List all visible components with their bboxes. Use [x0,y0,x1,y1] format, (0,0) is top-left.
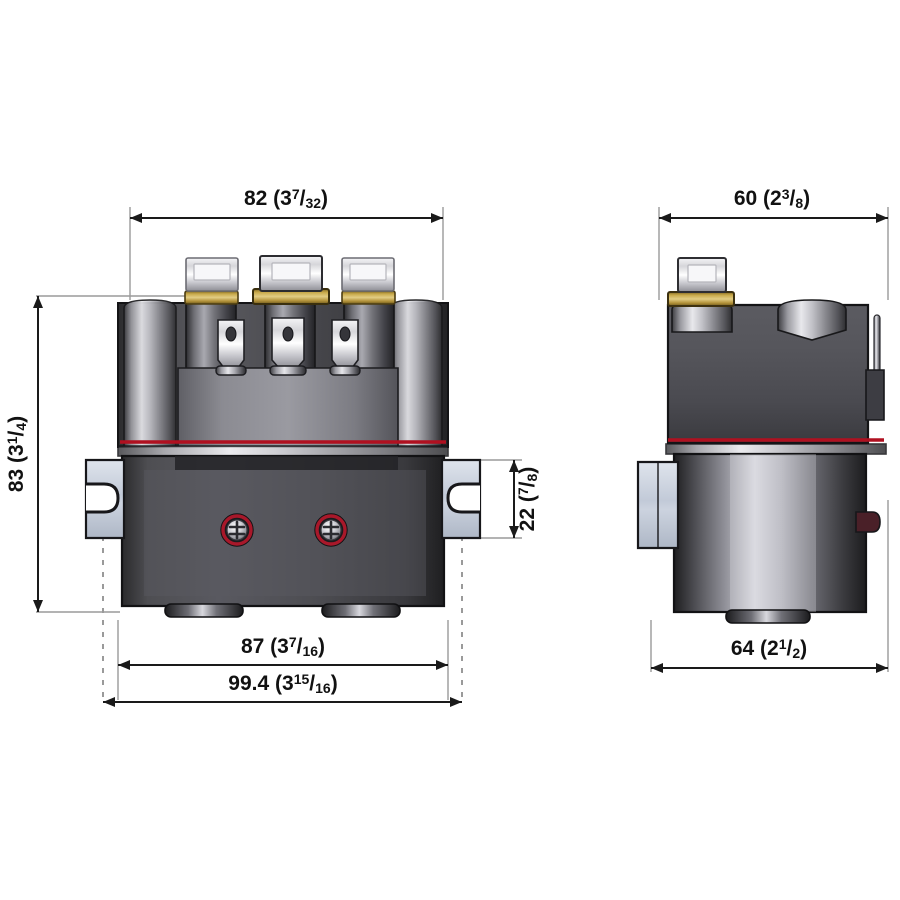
front-right-mounting-bracket [440,458,482,540]
dimension-64-close: ) [800,637,807,660]
side-right-boss [777,299,847,341]
side-rim-band [665,443,887,455]
dimension-60-numerator: 3 [782,186,790,202]
dimension-87-whole: 87 (3 [241,635,289,658]
dimension-22-denominator: 8 [524,473,540,481]
side-pin-base [865,369,885,421]
dimension-64: 64 (21/2) [651,636,888,673]
dimension-82-whole: 82 (3 [244,187,292,210]
dimension-82-close: ) [321,187,328,210]
front-dashed-witness-lines [102,536,463,700]
dimension-22-close: ) [516,467,539,474]
dimension-83-denominator: 4 [13,423,29,431]
dimension-99-4-denominator: 16 [315,680,331,696]
svg-text:99.4 (315/16): 99.4 (315/16) [228,671,337,696]
dimension-87-close: ) [318,635,325,658]
front-terminal-nuts [185,255,395,292]
side-extension-lines [650,207,889,672]
front-center-block [177,367,399,448]
dimension-83-numerator: 1 [4,436,20,444]
front-view [36,207,522,700]
dimension-87: 87 (37/16) [118,634,448,670]
side-brass-washer [667,291,735,307]
svg-text:83 (31/4): 83 (31/4) [4,416,29,492]
svg-text:64 (21/2): 64 (21/2) [731,636,807,661]
dimension-22-whole: 22 ( [516,495,539,531]
front-lower-face [144,470,426,596]
dimension-22-numerator: 7 [515,487,531,495]
dimension-64-denominator: 2 [792,645,800,661]
front-screw-terminals [220,513,348,547]
dimension-87-numerator: 7 [289,634,297,650]
dimension-83: 83 (31/4) [4,296,43,612]
dimension-99-4: 99.4 (315/16) [103,671,462,707]
svg-text:22 (7/8): 22 (7/8) [515,467,540,532]
dimension-60-whole: 60 (2 [734,187,782,210]
front-left-column [123,299,177,448]
front-rim-band [117,445,449,457]
dimension-60-denominator: 8 [795,195,803,211]
front-left-mounting-bracket [84,458,126,540]
dimension-99-4-numerator: 15 [294,671,310,687]
svg-text:87 (37/16): 87 (37/16) [241,634,325,659]
dimension-87-denominator: 16 [302,643,318,659]
dimension-82-denominator: 32 [305,195,321,211]
side-coil-highlight [730,454,816,612]
side-view [636,207,889,672]
dimension-83-close: ) [5,416,28,423]
svg-text:82 (37/32): 82 (37/32) [244,186,328,211]
side-pin [873,314,881,378]
dimension-64-whole: 64 (2 [731,637,779,660]
front-contact-tabs [215,317,361,376]
dimension-22: 22 (7/8) [509,460,540,538]
side-bottom-foot [725,609,811,624]
dimension-64-numerator: 1 [779,636,787,652]
dimension-82-numerator: 7 [292,186,300,202]
dimension-99-4-whole: 99.4 (3 [228,672,293,695]
svg-text:60 (23/8): 60 (23/8) [734,186,810,211]
dimension-83-whole: 83 (3 [5,444,28,492]
dimension-99-4-close: ) [331,672,338,695]
side-right-tab [855,511,881,533]
front-lower-recess [175,456,398,470]
side-coil-body [672,452,868,614]
dimension-60: 60 (23/8) [659,186,888,223]
front-bottom-feet [164,603,401,618]
dimension-60-close: ) [803,187,810,210]
side-nut-highlight [687,264,717,283]
dimension-82: 82 (37/32) [130,186,443,223]
